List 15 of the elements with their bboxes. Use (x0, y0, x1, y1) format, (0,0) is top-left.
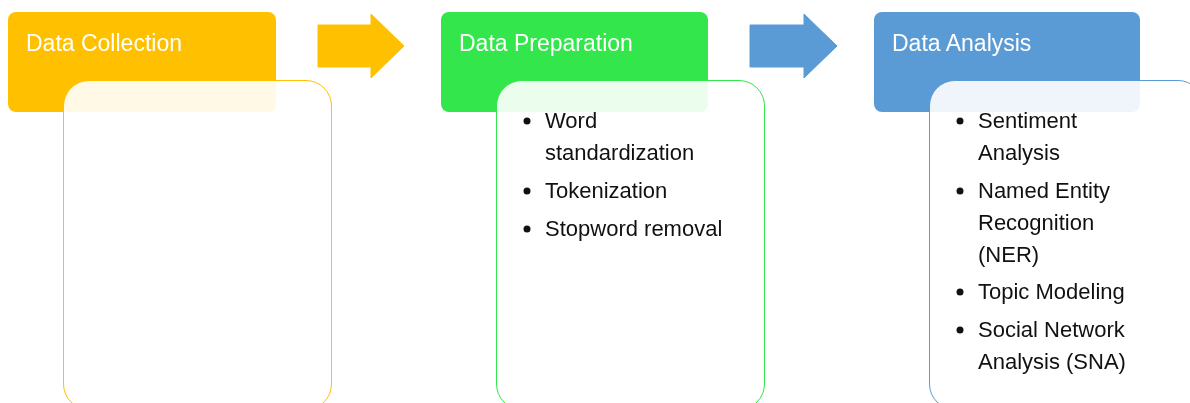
content-card (929, 80, 1190, 403)
content-card (496, 80, 765, 403)
bullet-item: Word standardization (545, 107, 696, 167)
bullet-item: Stopword removal (545, 214, 723, 243)
bullet-item: Named Entity Recognition (NER) (978, 176, 1112, 269)
block-arrow (317, 13, 405, 79)
bullet-item: Sentiment Analysis (978, 107, 1079, 167)
stage-title: Data Analysis (892, 30, 1032, 57)
block-arrow (749, 13, 838, 79)
stage-title: Data Preparation (459, 30, 633, 57)
bullet-item: Social Network Analysis (SNA) (978, 316, 1127, 377)
bullet-item: Topic Modeling (978, 278, 1125, 307)
bullet-item: Tokenization (545, 176, 668, 205)
content-card (63, 80, 332, 403)
stage-title: Data Collection (26, 30, 182, 57)
